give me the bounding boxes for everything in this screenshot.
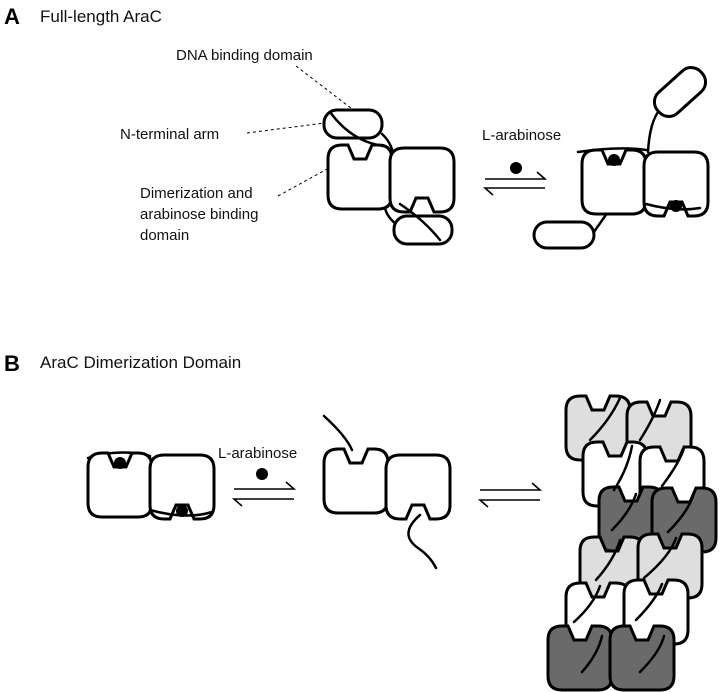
panel-b-title: AraC Dimerization Domain [40,353,241,372]
dimerization-label-line1: Dimerization and [140,185,253,202]
arabinose-dot-icon [608,154,620,166]
n-terminal-arm [594,538,622,582]
full-length-araC-apo [322,108,456,246]
n-terminal-arm [572,584,602,624]
dimerization-label-line2: arabinose binding [140,206,258,223]
dna-binding-domain [392,214,454,246]
n-terminal-arm [398,202,442,242]
oligomer-stack [546,394,718,692]
dimerization-domain [322,447,390,515]
dna-binding-domain [652,66,708,118]
full-length-araC-bound [532,66,710,250]
n-terminal-arm [148,508,214,517]
n-terminal-arm [638,398,662,442]
n-terminal-arm [610,492,638,532]
dimerization-domain [326,143,394,211]
n-terminal-arm [638,634,666,674]
dna-binding-label: DNA binding domain [176,47,313,64]
panel-a-letter: A [4,4,20,29]
arabinose-dot-icon [256,468,268,480]
ligand-label-a: L-arabinose [482,127,561,144]
panel-a-title: Full-length AraC [40,7,162,26]
ligand-label-b: L-arabinose [218,445,297,462]
n-terminal-arm [666,490,696,534]
n-terminal-arm [634,582,664,622]
arabinose-dot-icon [114,457,126,469]
equilibrium-arrows-icon [477,482,543,508]
n-terminal-arm [644,202,702,211]
panel-b-letter: B [4,351,20,376]
equilibrium-arrows-icon [231,481,297,507]
n-terminal-arm [580,634,604,674]
n-terminal-arm [588,396,622,442]
dna-binding-domain [532,220,596,250]
dna-binding-leader [295,65,361,116]
dimerization-domain-bound [86,451,216,521]
n-terminal-label: N-terminal arm [120,126,219,143]
n-terminal-arm [642,536,678,580]
dimerization-domain [384,453,452,521]
n-terminal-arm [407,513,438,570]
n-terminal-arm [612,444,634,492]
n-terminal-arm [660,446,686,488]
n-terminal-arm [576,147,648,154]
dna-binding-domain [322,108,384,140]
n-terminal-arm [322,414,354,452]
dimerization-domain-apo [322,414,452,570]
dimerization-domain [388,146,456,214]
dimerization-label-line3: domain [140,227,189,244]
equilibrium-arrows-icon [482,171,548,196]
arabinose-dot-icon [176,505,188,517]
n-terminal-arm [328,110,386,148]
arabinose-dot-icon [510,162,522,174]
